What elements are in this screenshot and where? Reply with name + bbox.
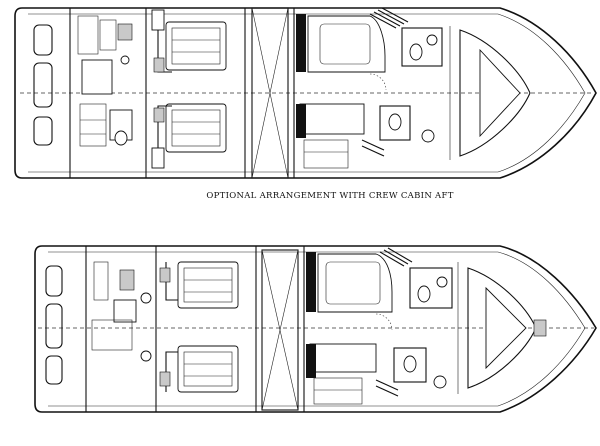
engine-port: [151, 9, 227, 73]
sink-icon: [436, 276, 448, 288]
head-forward: [409, 267, 453, 309]
toilet-icon: [417, 285, 431, 303]
companionway-stairs: [375, 247, 413, 397]
transom-window: [33, 24, 53, 56]
sink-icon: [426, 34, 438, 46]
transom-window: [33, 62, 53, 108]
master-berth: [296, 14, 387, 91]
transom-window: [33, 116, 53, 146]
plan-caption: OPTIONAL ARRANGEMENT WITH CREW CABIN AFT: [206, 191, 453, 201]
toilet-icon: [403, 355, 417, 373]
companionway-stairs: [361, 7, 409, 157]
hull-outline: [14, 7, 597, 179]
sink-icon: [421, 129, 435, 143]
plan-standard: [34, 245, 597, 413]
engine-port: [159, 261, 239, 309]
crew-cabin: [77, 15, 133, 147]
v-berth: [449, 26, 531, 160]
lazarette: [91, 261, 152, 362]
toilet-icon: [409, 43, 423, 61]
engine-starboard: [151, 103, 227, 169]
head-aft: [379, 105, 435, 143]
hull-outline: [34, 245, 597, 413]
lower-cabin: [296, 103, 365, 169]
sink-icon: [433, 375, 447, 389]
engine-starboard: [159, 345, 239, 393]
toilet-icon: [388, 113, 402, 131]
inner-hull-line: [28, 13, 586, 173]
toilet-icon: [114, 130, 128, 146]
transom-window: [45, 303, 63, 349]
v-berth: [457, 262, 547, 394]
lower-cabin: [306, 343, 377, 405]
engine-hatch: [261, 249, 299, 411]
engine-hatch: [251, 7, 289, 179]
master-berth: [306, 252, 393, 331]
head-forward: [401, 27, 443, 67]
plan-crew-cabin-aft: [14, 7, 597, 179]
head-aft: [393, 347, 447, 389]
transom-window: [45, 355, 63, 385]
transom-window: [45, 265, 63, 297]
